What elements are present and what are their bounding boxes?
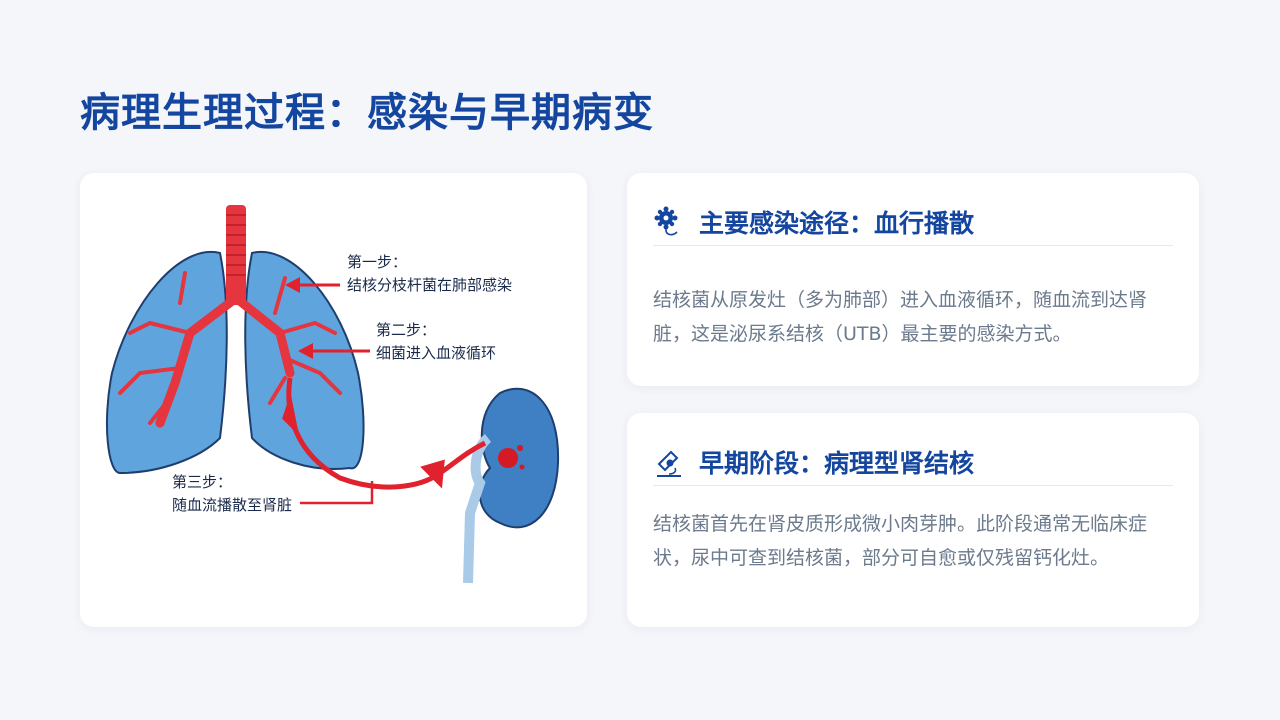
tb-spread-diagram (105, 205, 560, 584)
card-body: 结核菌从原发灶（多为肺部）进入血液循环，随血流到达肾脏，这是泌尿系结核（UTB）… (653, 289, 1148, 345)
early-stage-card: 早期阶段：病理型肾结核 结核菌首先在肾皮质形成微小肉芽肿。此阶段通常无临床症状，… (627, 413, 1199, 627)
microscope-icon (657, 450, 681, 477)
card-header: 早期阶段：病理型肾结核 (653, 439, 1173, 486)
kidney-image (463, 387, 560, 584)
illustration-card: 第一步： 结核分枝杆菌在肺部感染 第二步： 细菌进入血液循环 第三步： 随血流播… (80, 173, 587, 627)
card-title: 主要感染途径：血行播散 (699, 209, 975, 238)
step1-heading: 第一步： (347, 253, 408, 271)
step3-heading: 第三步： (172, 473, 233, 491)
step2-label: 第二步： 细菌进入血液循环 (376, 319, 496, 365)
bacteria-icon (654, 206, 678, 236)
step2-text: 细菌进入血液循环 (376, 344, 497, 362)
card-body: 结核菌首先在肾皮质形成微小肉芽肿。此阶段通常无临床症状，尿中可查到结核菌，部分可… (653, 513, 1148, 569)
lungs-image (105, 205, 365, 475)
page-title: 病理生理过程：感染与早期病变 (80, 90, 654, 136)
step3-text: 随血流播散至肾脏 (172, 496, 293, 514)
step1-text: 结核分枝杆菌在肺部感染 (347, 276, 513, 294)
infection-route-card: 主要感染途径：血行播散 结核菌从原发灶（多为肺部）进入血液循环，随血流到达肾脏，… (627, 173, 1199, 386)
blood-flow-arrows (282, 277, 487, 505)
step1-label: 第一步： 结核分枝杆菌在肺部感染 (347, 251, 512, 297)
step2-heading: 第二步： (376, 321, 437, 339)
step3-label: 第三步： 随血流播散至肾脏 (172, 471, 292, 517)
card-title: 早期阶段：病理型肾结核 (699, 449, 975, 478)
card-header: 主要感染途径：血行播散 (653, 199, 1173, 246)
